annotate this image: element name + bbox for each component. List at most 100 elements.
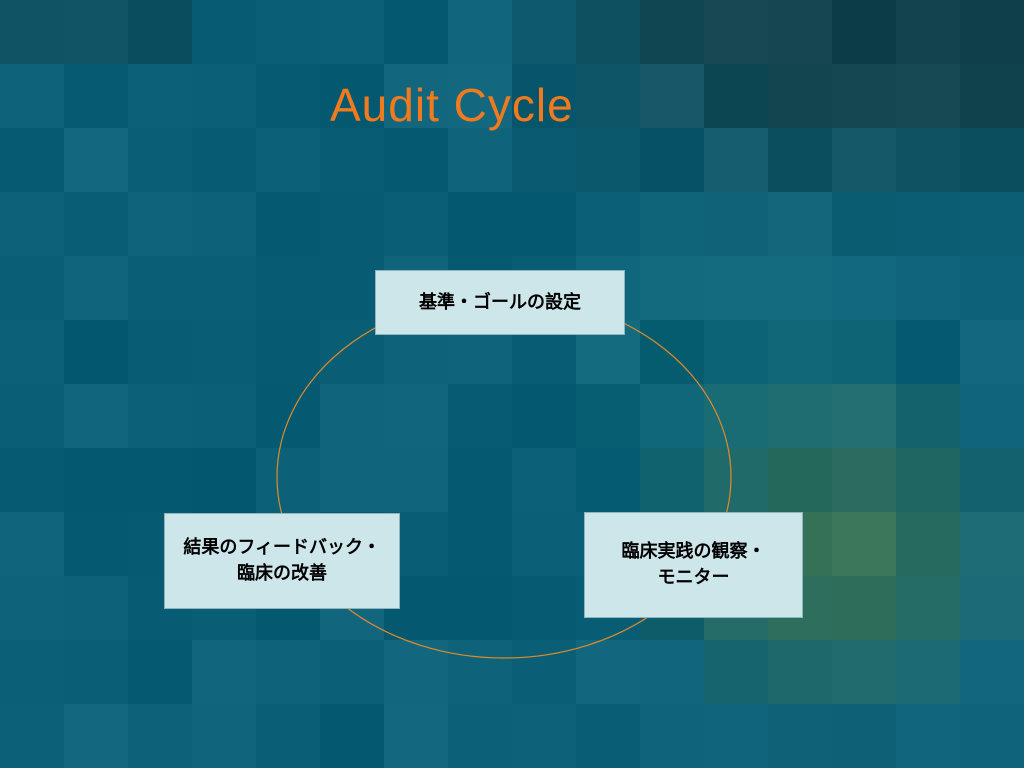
mosaic-tile	[448, 64, 512, 128]
mosaic-tile	[512, 128, 576, 192]
mosaic-tile	[0, 512, 64, 576]
mosaic-tile	[0, 192, 64, 256]
mosaic-tile	[960, 576, 1024, 640]
mosaic-tile	[64, 448, 128, 512]
mosaic-tile	[512, 704, 576, 768]
mosaic-tile	[0, 640, 64, 704]
mosaic-tile	[384, 640, 448, 704]
mosaic-tile	[704, 704, 768, 768]
mosaic-tile	[768, 128, 832, 192]
mosaic-tile	[832, 256, 896, 320]
mosaic-tile	[704, 128, 768, 192]
mosaic-tile	[640, 256, 704, 320]
mosaic-tile	[384, 448, 448, 512]
mosaic-tile	[704, 640, 768, 704]
mosaic-tile	[192, 192, 256, 256]
mosaic-tile	[192, 384, 256, 448]
mosaic-tile	[0, 576, 64, 640]
mosaic-tile	[256, 192, 320, 256]
mosaic-tile	[0, 448, 64, 512]
mosaic-tile	[832, 320, 896, 384]
mosaic-tile	[64, 256, 128, 320]
step-label-line: 基準・ゴールの設定	[419, 291, 581, 313]
mosaic-tile	[128, 448, 192, 512]
mosaic-tile	[384, 0, 448, 64]
mosaic-tile	[640, 192, 704, 256]
mosaic-tile	[576, 128, 640, 192]
mosaic-tile	[576, 192, 640, 256]
step-box-feedback-improve: 結果のフィードバック・ 臨床の改善	[164, 513, 400, 609]
mosaic-tile	[896, 192, 960, 256]
mosaic-tile	[512, 512, 576, 576]
mosaic-tile	[448, 448, 512, 512]
mosaic-tile	[448, 512, 512, 576]
mosaic-tile	[960, 512, 1024, 576]
mosaic-tile	[384, 192, 448, 256]
mosaic-tile	[704, 256, 768, 320]
mosaic-tile	[256, 320, 320, 384]
mosaic-tile	[448, 384, 512, 448]
mosaic-tile	[768, 256, 832, 320]
mosaic-tile	[896, 640, 960, 704]
mosaic-tile	[832, 448, 896, 512]
mosaic-tile	[768, 320, 832, 384]
step-label-line: 結果のフィードバック・	[183, 537, 381, 558]
mosaic-tile	[320, 64, 384, 128]
mosaic-tile	[0, 128, 64, 192]
mosaic-tile	[832, 576, 896, 640]
mosaic-tile	[256, 448, 320, 512]
mosaic-tile	[320, 320, 384, 384]
mosaic-tile	[64, 640, 128, 704]
mosaic-tile	[896, 448, 960, 512]
mosaic-tile	[896, 128, 960, 192]
mosaic-tile	[704, 320, 768, 384]
mosaic-tile	[128, 384, 192, 448]
mosaic-tile	[320, 128, 384, 192]
mosaic-tile	[640, 448, 704, 512]
mosaic-tile	[512, 640, 576, 704]
mosaic-tile	[704, 384, 768, 448]
mosaic-tile	[192, 704, 256, 768]
mosaic-tile	[768, 704, 832, 768]
mosaic-tile	[704, 192, 768, 256]
mosaic-tile	[128, 640, 192, 704]
step-label-line: 臨床の改善	[237, 563, 327, 584]
mosaic-tile	[896, 704, 960, 768]
mosaic-tile	[0, 320, 64, 384]
mosaic-tile	[960, 704, 1024, 768]
mosaic-tile	[832, 0, 896, 64]
mosaic-tile	[128, 704, 192, 768]
mosaic-tile	[128, 320, 192, 384]
mosaic-tile	[0, 384, 64, 448]
mosaic-tile	[512, 64, 576, 128]
mosaic-tile	[960, 0, 1024, 64]
mosaic-tile	[960, 64, 1024, 128]
mosaic-tile	[960, 128, 1024, 192]
mosaic-tile	[64, 576, 128, 640]
mosaic-tile	[576, 384, 640, 448]
mosaic-tile	[128, 192, 192, 256]
mosaic-tile	[960, 384, 1024, 448]
mosaic-tile	[896, 320, 960, 384]
mosaic-tile	[640, 640, 704, 704]
mosaic-tile	[960, 192, 1024, 256]
mosaic-tile	[576, 640, 640, 704]
mosaic-tile	[320, 384, 384, 448]
mosaic-tile	[576, 448, 640, 512]
mosaic-tile	[448, 192, 512, 256]
mosaic-tile	[320, 448, 384, 512]
mosaic-tile	[832, 192, 896, 256]
mosaic-tile	[832, 64, 896, 128]
mosaic-tile	[384, 64, 448, 128]
mosaic-tile	[896, 64, 960, 128]
mosaic-tile	[256, 256, 320, 320]
mosaic-tile	[576, 704, 640, 768]
mosaic-tile	[448, 704, 512, 768]
mosaic-tile	[384, 384, 448, 448]
mosaic-tile	[640, 384, 704, 448]
step-label-line: 臨床実践の観察・	[621, 541, 766, 562]
mosaic-tile	[960, 320, 1024, 384]
mosaic-tile	[256, 704, 320, 768]
mosaic-tile	[448, 640, 512, 704]
